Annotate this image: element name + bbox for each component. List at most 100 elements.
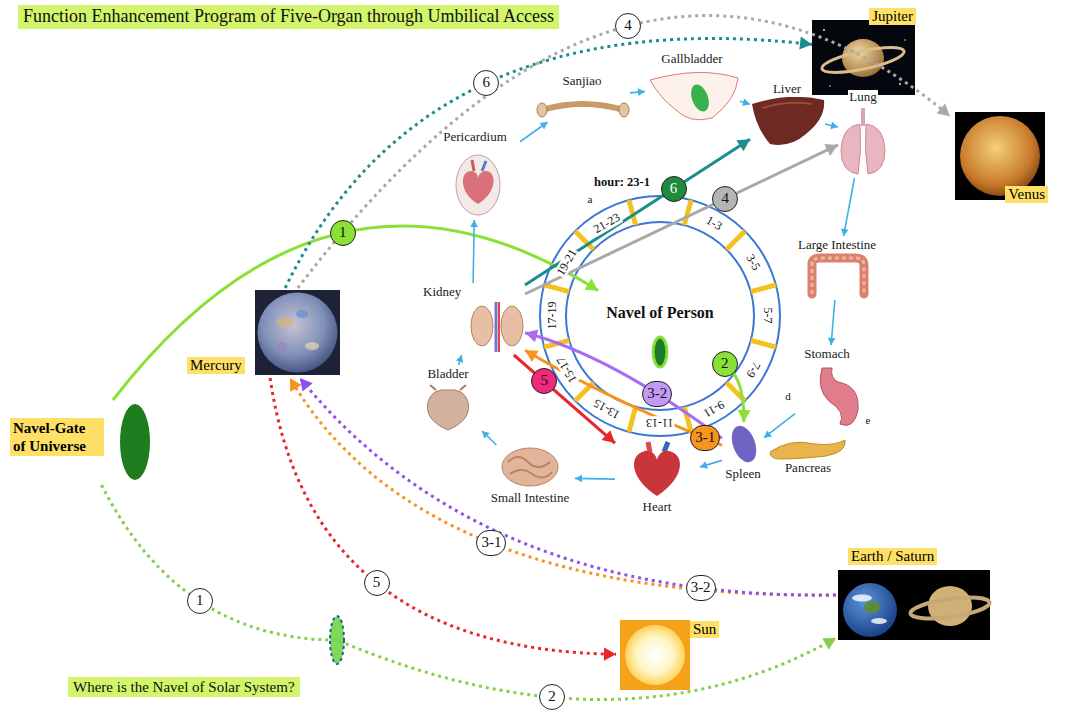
hour-ring — [566, 222, 754, 410]
heart-picture — [634, 451, 680, 496]
sanjiao-picture — [537, 103, 629, 117]
person-navel-node: Navel of Person — [598, 288, 722, 372]
mercury-picture — [305, 342, 319, 350]
pericardium-picture — [472, 160, 474, 171]
callout-number: 3-1 — [476, 530, 506, 556]
sun-picture — [620, 620, 690, 690]
connector — [113, 226, 598, 400]
liver-picture — [752, 97, 824, 145]
hour-ring — [540, 196, 780, 436]
connector — [456, 355, 463, 365]
node-label: Bladder — [426, 367, 469, 382]
planet-node: Venus — [950, 110, 1050, 206]
pericardium-picture — [482, 161, 486, 171]
jupiter-picture — [904, 39, 905, 40]
callout-number: 1 — [187, 588, 213, 614]
hour-ring — [727, 231, 745, 249]
planet-node: Sun — [616, 618, 722, 692]
mercury-picture — [258, 293, 338, 373]
connector — [700, 460, 722, 468]
heart-picture — [634, 442, 680, 496]
arrowhead — [738, 410, 751, 422]
node-label: Lung — [848, 90, 877, 105]
kidney-picture — [501, 306, 523, 346]
arrowhead — [300, 378, 313, 391]
connector — [841, 178, 854, 236]
kidney-picture — [471, 306, 493, 346]
small-intestine-picture — [508, 457, 550, 467]
node-label: Venus — [1005, 186, 1048, 203]
earth-saturn-picture — [838, 570, 991, 640]
callout-number: 3-2 — [686, 575, 716, 601]
connector — [298, 16, 950, 288]
organ-node: Gallbladder — [645, 50, 740, 125]
earth-saturn-picture — [864, 601, 880, 613]
hour-label: 5-7 — [760, 307, 773, 325]
connector-line — [473, 220, 474, 283]
arrowhead — [830, 122, 838, 129]
stomach-picture — [820, 368, 858, 425]
node-label: Pancreas — [784, 461, 832, 476]
arrowhead — [841, 228, 849, 236]
universe-navel-gate — [120, 404, 150, 480]
arrowhead — [575, 475, 582, 483]
connector-line — [285, 38, 812, 288]
hour-ring — [544, 200, 776, 432]
gallbladder-picture — [688, 82, 713, 114]
kidney-picture — [495, 302, 498, 352]
arrowhead — [822, 638, 836, 650]
gallbladder-picture — [650, 72, 738, 119]
hour-ring — [544, 285, 569, 292]
node-label: Heart — [642, 500, 673, 515]
organ-node: Liver — [750, 80, 825, 150]
bladder-picture — [460, 385, 466, 390]
pancreas-picture — [770, 440, 845, 459]
stomach-picture — [820, 368, 858, 425]
connector — [575, 475, 615, 483]
sanjiao-picture — [619, 103, 629, 117]
marker-letter: d — [784, 390, 792, 402]
connector-line — [764, 414, 795, 438]
bladder-picture — [427, 390, 468, 430]
kidney-picture — [471, 302, 523, 352]
large-intestine-picture — [812, 258, 864, 294]
hour-ring — [540, 196, 780, 436]
arrowhead — [742, 99, 750, 106]
mercury-picture — [277, 342, 287, 354]
lung-picture — [841, 124, 861, 174]
connector-line — [525, 333, 722, 439]
arrowhead — [799, 37, 812, 50]
small-intestine-picture — [502, 448, 558, 486]
hour-label: 1-3 — [702, 213, 724, 233]
hour-label: 21-23 — [590, 210, 623, 236]
connector-line — [844, 178, 855, 236]
planet-node: Jupiter — [812, 6, 918, 95]
planet-node: Earth / Saturn — [836, 546, 992, 642]
arrowhead — [525, 350, 539, 362]
small-intestine-picture — [502, 448, 558, 486]
small-intestine-picture — [510, 470, 552, 478]
spleen-picture — [727, 422, 761, 465]
node-label: Mercury — [187, 357, 245, 374]
node-label: Small Intestine — [490, 491, 570, 506]
callout-number: 1 — [330, 220, 356, 246]
earth-saturn-picture — [909, 594, 991, 623]
node-label: Stomach — [803, 347, 851, 362]
connector — [525, 139, 750, 285]
arrowhead — [470, 220, 478, 227]
arrowhead — [736, 139, 750, 151]
pericardium-picture — [463, 171, 494, 204]
callout-number: 5 — [364, 570, 390, 596]
arrowhead — [937, 103, 950, 116]
bladder-picture — [427, 385, 468, 430]
arrowhead — [482, 431, 490, 439]
lung-picture — [841, 108, 885, 174]
mercury-picture — [255, 290, 340, 375]
organ-node: Bladder — [415, 365, 482, 432]
arrowhead — [525, 329, 538, 342]
person-navel — [653, 337, 667, 367]
planet-node: Mercury — [185, 288, 342, 378]
hour-ring — [751, 285, 776, 292]
